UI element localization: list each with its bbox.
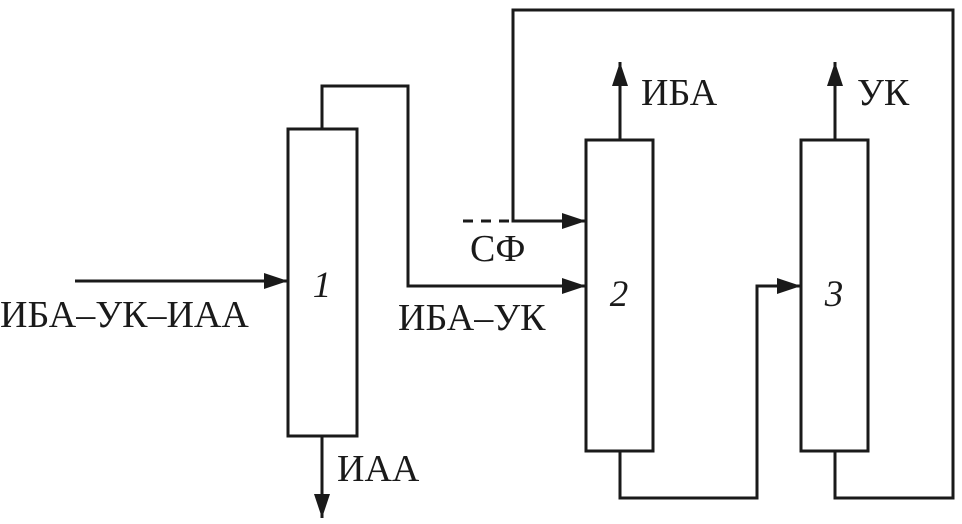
solvent-stream-label: СФ	[470, 228, 525, 270]
column-3-number: 3	[824, 274, 844, 315]
column1-overhead-label: ИБА–УК	[398, 297, 546, 339]
feed-stream-label: ИБА–УК–ИАА	[0, 294, 249, 336]
column3-bottoms-recycle-line	[511, 8, 955, 500]
column3-overhead-label: УК	[857, 72, 910, 114]
column-1-vessel	[286, 127, 359, 438]
column1-overhead-line	[320, 84, 586, 294]
column2-bottoms-line	[618, 278, 801, 500]
column-2-number: 2	[610, 274, 629, 315]
column-1-number: 1	[313, 265, 332, 306]
column1-bottoms-label: ИАА	[337, 448, 420, 490]
column-3-vessel	[799, 138, 870, 453]
column-2-vessel	[584, 138, 655, 453]
column2-overhead-label: ИБА	[641, 72, 718, 114]
